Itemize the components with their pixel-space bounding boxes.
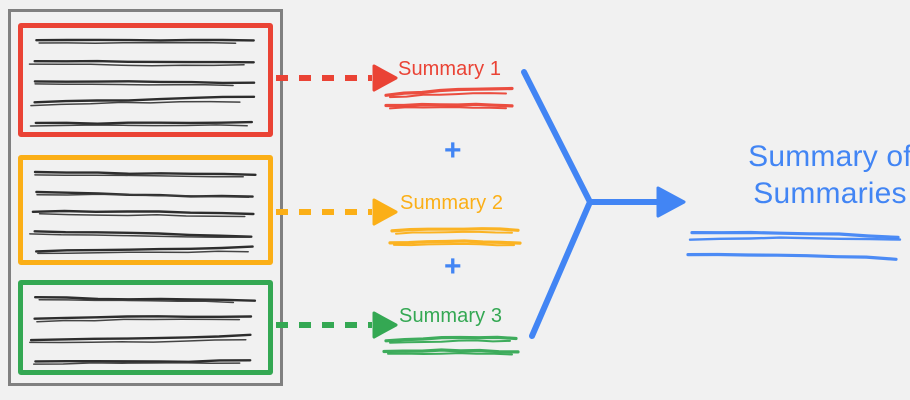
document-box-red[interactable] (18, 23, 273, 137)
plus-operator-1: + (444, 134, 462, 167)
document-box-green[interactable] (18, 280, 273, 375)
plus-operator-2: + (444, 250, 462, 283)
summary-3-label: Summary 3 (399, 305, 503, 327)
final-summary-title: Summary of Summaries (748, 140, 910, 211)
summary-1-label: Summary 1 (398, 58, 502, 80)
document-box-orange[interactable] (18, 155, 273, 265)
summary-2-label: Summary 2 (400, 192, 504, 214)
source-documents-container (8, 9, 283, 386)
